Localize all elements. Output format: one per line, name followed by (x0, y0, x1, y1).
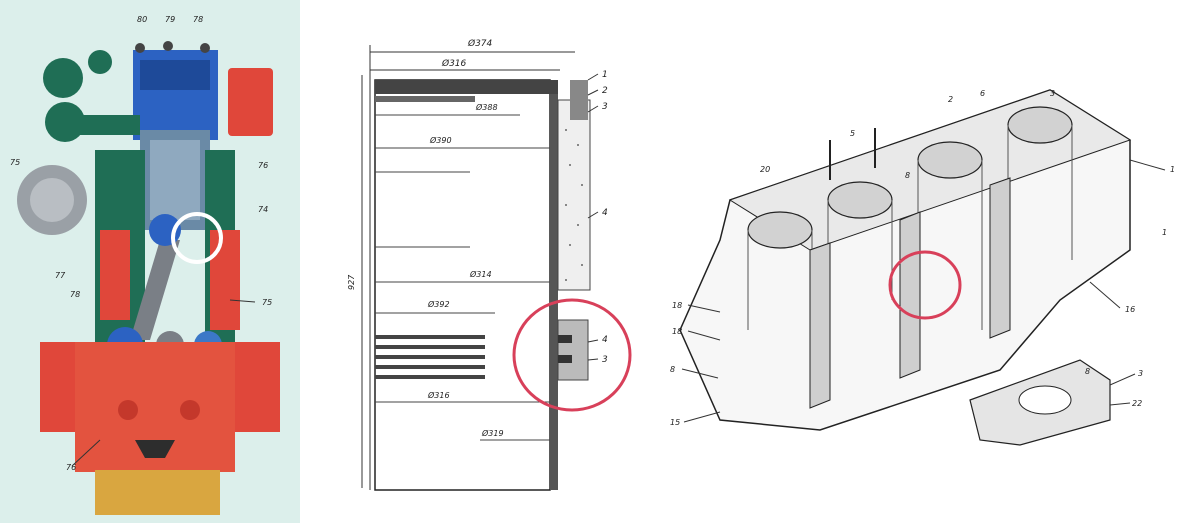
block-label: 20 (760, 165, 770, 174)
block-label: 5 (850, 129, 855, 138)
block-label: 8 (1085, 367, 1090, 376)
accessory-filter-top (43, 58, 83, 98)
liner-dim-label: Ø316 (427, 390, 450, 400)
engine-cutaway-illustration: 80 79 78 76 74 75 77 78 76 75 (10, 15, 280, 515)
block-label: 16 (1125, 305, 1135, 314)
engine-label: 77 (55, 271, 66, 280)
liner-height-label: 927 (347, 274, 356, 290)
block-label: 22 (1132, 399, 1142, 408)
liner-callout: 2 (602, 86, 608, 96)
liner-callout: 3 (602, 102, 608, 112)
highlight-circle-liner (512, 298, 632, 412)
engine-label: 78 (193, 15, 203, 24)
oil-sump (95, 470, 220, 515)
liner-callout: 4 (602, 208, 608, 218)
water-jacket (557, 99, 591, 291)
cylinder-liner-drawing: Ø374 Ø316 Ø388 Ø390 Ø314 Ø392 Ø316 Ø319 … (347, 38, 632, 491)
cylinder-bore (917, 141, 983, 179)
seal-groove-area (557, 319, 589, 381)
connecting-rod-section (100, 230, 130, 320)
engine-label: 75 (262, 298, 272, 307)
cylinder-bore (827, 181, 893, 219)
engine-label: 76 (258, 161, 268, 170)
cylinder-bore (747, 211, 813, 249)
block-label: 6 (980, 89, 985, 98)
block-label: 15 (670, 418, 680, 427)
engine-label: 76 (66, 463, 76, 472)
engine-label: 74 (258, 205, 268, 214)
cylinder-bore (1007, 106, 1073, 144)
liner-callout: 1 (602, 70, 608, 80)
block-label: 1 (1162, 228, 1167, 237)
block-label: 3 (1138, 369, 1143, 378)
engine-cutaway-panel: 80 79 78 76 74 75 77 78 76 75 (0, 0, 300, 523)
accessory-box-right (228, 68, 273, 136)
engine-label: 78 (70, 290, 80, 299)
highlight-circle-engine (171, 212, 223, 264)
liner-dim-label: Ø390 (429, 135, 452, 145)
liner-dim-label: Ø314 (469, 269, 492, 279)
liner-callout: 3 (602, 355, 608, 365)
liner-dim-label: Ø392 (427, 299, 450, 309)
block-label: 3 (1050, 89, 1055, 98)
engine-label: 75 (10, 158, 20, 167)
engine-label: 80 (137, 15, 147, 24)
cylinder-block-panel: 3 2 6 5 20 8 1 18 18 16 8 15 8 3 22 1 (660, 0, 1179, 523)
liner-dim-label: Ø374 (467, 38, 493, 49)
engine-label: 79 (165, 15, 175, 24)
block-label: 8 (670, 365, 675, 374)
liner-callout: 4 (602, 335, 608, 345)
highlight-circle-block (888, 250, 962, 320)
liner-wall (550, 80, 558, 490)
block-label: 8 (905, 171, 910, 180)
block-label: 18 (672, 327, 682, 336)
block-label: 2 (948, 95, 953, 104)
cylinder-block-illustration: 3 2 6 5 20 8 1 18 18 16 8 15 8 3 22 1 (670, 89, 1175, 446)
block-label: 1 (1170, 165, 1175, 174)
liner-dim-label: Ø388 (475, 102, 498, 112)
cylinder-liner-drawing-panel: Ø374 Ø316 Ø388 Ø390 Ø314 Ø392 Ø316 Ø319 … (330, 0, 650, 523)
liner-dim-label: Ø316 (441, 58, 467, 69)
liner-outline (374, 79, 551, 491)
liner-dim-label: Ø319 (481, 428, 504, 438)
block-label: 18 (672, 301, 682, 310)
